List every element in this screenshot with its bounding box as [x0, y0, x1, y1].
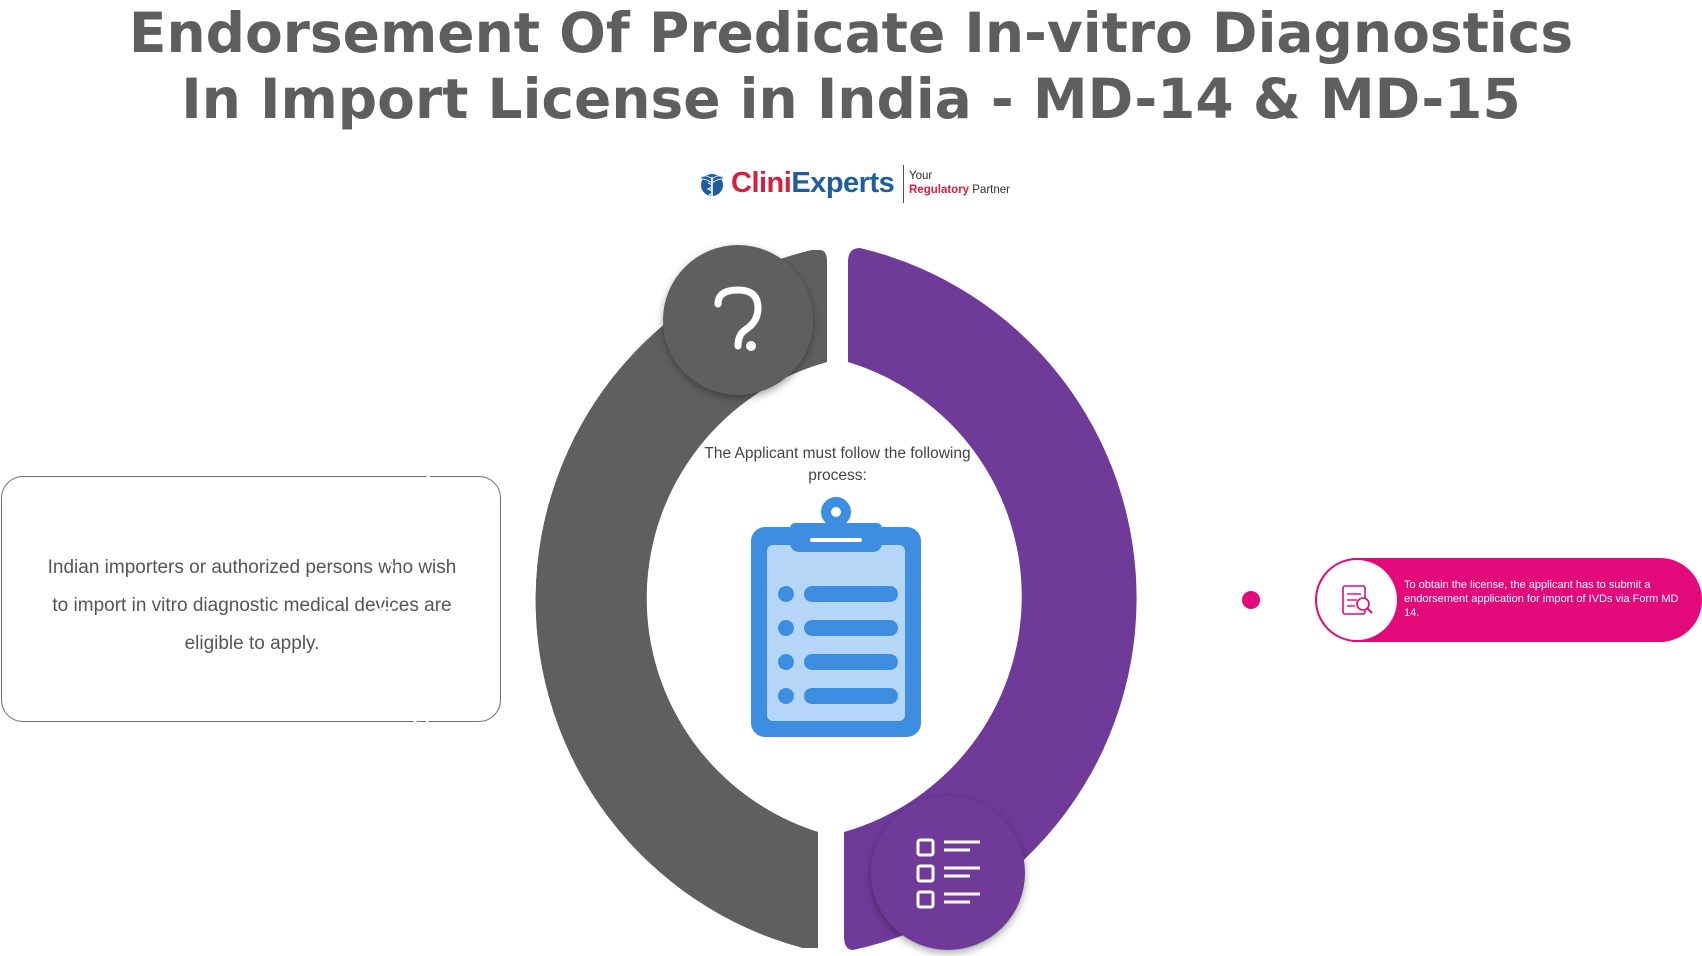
how-to-apply-label: How to Apply?: [1136, 427, 1240, 794]
logo-tagline-bold: Regulatory: [909, 184, 970, 196]
who-can-apply-segment-fill: [535, 250, 827, 948]
cliniexperts-logo: CliniExperts Your Regulatory Partner: [697, 165, 1017, 205]
how-to-apply-card: [1354, 558, 1702, 642]
logo-wordmark: CliniExperts: [731, 167, 895, 200]
who-can-apply-label-path: Who can Apply?: [368, 404, 473, 796]
logo-divider: [903, 165, 904, 203]
checklist-badge: [871, 796, 1025, 950]
process-intro-text: The Applicant must follow the following …: [704, 445, 971, 484]
document-search-icon-graphic: [1342, 585, 1373, 615]
question-mark-icon: [714, 286, 762, 351]
logo-tagline-rest: Partner: [969, 184, 1010, 196]
how-to-apply-text: To obtain the license, the applicant has…: [1404, 579, 1679, 619]
right-connector-dot: [1242, 591, 1260, 609]
who-can-apply-card: Indian importers or authorized persons w…: [1, 476, 501, 722]
title-line-1: Endorsement Of Predicate In-vitro Diagno…: [128, 1, 1574, 65]
title-line-2: In Import License in India - MD-14 & MD-…: [181, 67, 1521, 131]
clipboard-list-icon: [751, 497, 921, 737]
checklist-icon: [916, 838, 980, 909]
logo-tagline-line1: Your: [909, 170, 933, 182]
how-to-apply-label-path: How to Apply?: [1136, 427, 1226, 794]
who-can-apply-label: Who can Apply?: [368, 404, 487, 796]
logo-wordmark-part2: Experts: [791, 167, 895, 199]
logo-wordmark-part1: Clini: [731, 167, 792, 199]
who-can-apply-text: Indian importers or authorized persons w…: [47, 557, 457, 654]
question-mark-badge: [663, 245, 813, 395]
caduceus-globe-icon: [697, 174, 727, 197]
document-search-icon: [1315, 558, 1399, 642]
how-to-apply-segment: [844, 248, 1137, 950]
logo-tagline: Your Regulatory Partner: [909, 169, 1010, 197]
